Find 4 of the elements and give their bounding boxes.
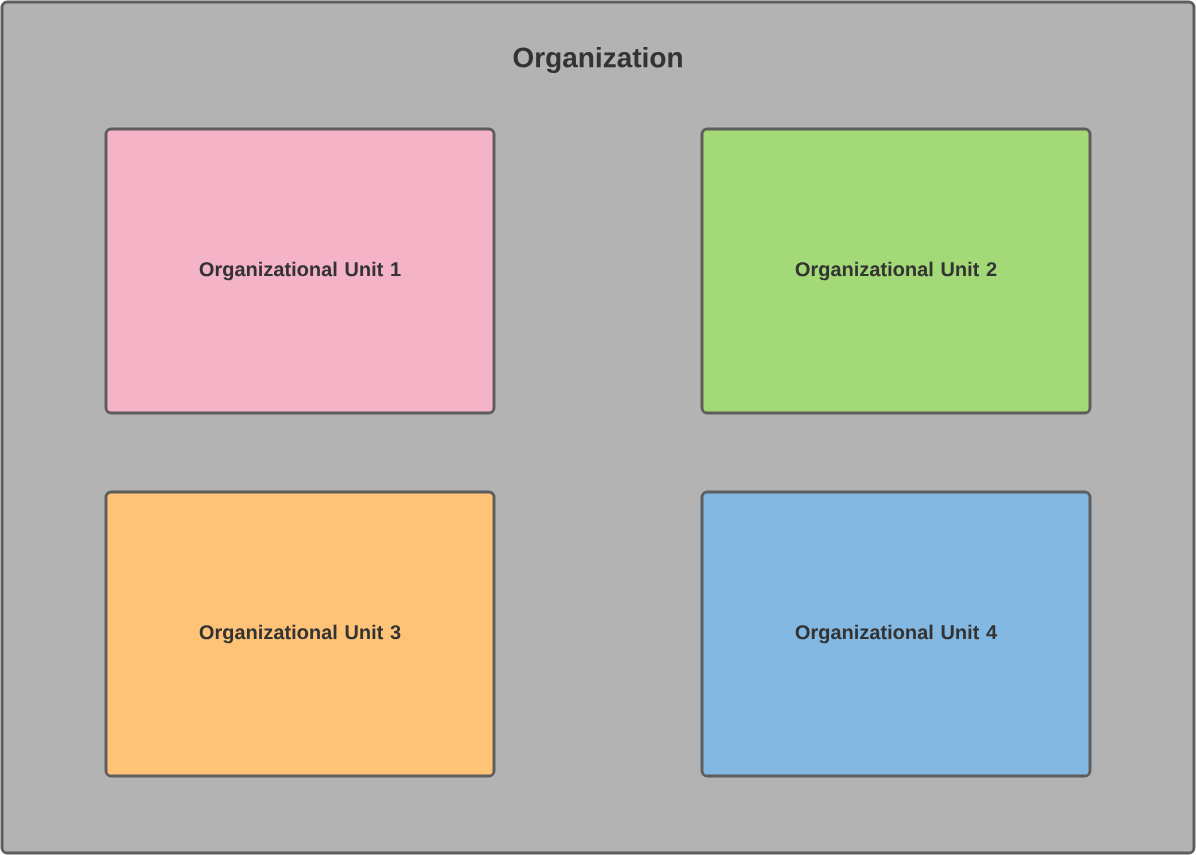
unit-box: Organizational Unit 4 — [700, 490, 1092, 778]
unit-box: Organizational Unit 3 — [104, 490, 496, 778]
unit-box: Organizational Unit 1 — [104, 127, 496, 415]
unit-box: Organizational Unit 2 — [700, 127, 1092, 415]
